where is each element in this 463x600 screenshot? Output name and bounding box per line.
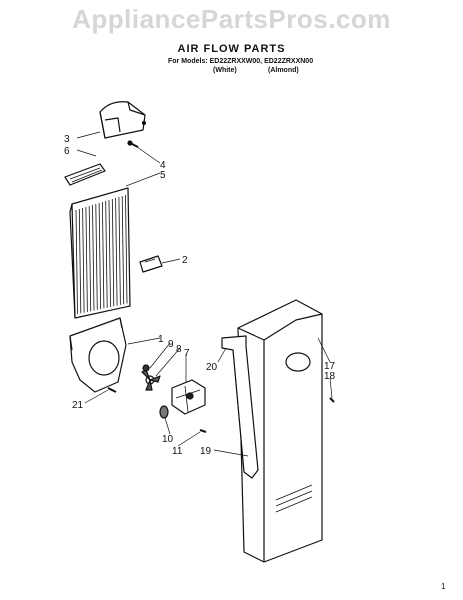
callout-19: 19 xyxy=(200,446,212,457)
page-number: 1 xyxy=(441,582,446,591)
callout-1: 1 xyxy=(158,334,164,345)
part-washer-9 xyxy=(142,364,150,372)
louver-line xyxy=(78,208,82,314)
part-louvered-panel xyxy=(69,187,131,319)
louver-line xyxy=(92,204,95,311)
leader-lines xyxy=(76,131,333,457)
callout-3a: 3 xyxy=(64,134,70,145)
variant-almond: (Almond) xyxy=(268,67,299,74)
callout-2: 2 xyxy=(182,255,188,266)
louver-line xyxy=(75,209,78,315)
part-damper-2 xyxy=(139,255,163,273)
callout-4: 4 xyxy=(160,160,166,171)
part-screw-4 xyxy=(127,140,139,148)
variant-white: (White) xyxy=(213,67,237,74)
part-screw-11 xyxy=(199,429,207,433)
callout-7: 7 xyxy=(184,348,190,359)
model-numbers: For Models: ED22ZRXXW00, ED22ZRXXN00 xyxy=(168,58,314,65)
callout-11: 11 xyxy=(172,446,183,457)
part-grommet-10 xyxy=(159,405,169,419)
watermark: AppliancePartsPros.com xyxy=(72,4,391,34)
callout-20: 20 xyxy=(206,362,218,373)
louver-line xyxy=(82,207,85,313)
louver-line xyxy=(121,195,125,305)
diagram-title: AIR FLOW PARTS xyxy=(177,43,286,55)
callout-6: 6 xyxy=(64,146,70,157)
louver-line xyxy=(95,203,98,310)
part-pin xyxy=(141,120,147,126)
callout-18: 18 xyxy=(324,371,336,382)
part-fan-housing xyxy=(69,317,127,393)
callout-21: 21 xyxy=(72,400,84,411)
callout-17: 17 xyxy=(324,361,336,372)
callout-5: 5 xyxy=(160,170,166,181)
callout-10: 10 xyxy=(162,434,174,445)
part-fan-motor xyxy=(171,379,206,415)
louver-line xyxy=(108,199,111,308)
louver-line xyxy=(98,202,101,310)
part-rear-panel xyxy=(237,299,323,563)
louver-line xyxy=(115,197,118,306)
louver-line xyxy=(88,205,92,312)
callout-labels: 3 6 4 5 2 1 9 8 7 10 11 21 19 20 17 18 3 xyxy=(64,134,336,457)
callout-9: 9 xyxy=(168,339,174,350)
louver-line xyxy=(105,200,108,308)
louver-line xyxy=(125,194,128,304)
callout-8: 8 xyxy=(176,344,182,355)
louver-line xyxy=(102,201,105,309)
louver-line xyxy=(85,206,88,312)
louver-line xyxy=(118,196,121,305)
louver-line xyxy=(111,198,115,307)
part-grille-6 xyxy=(64,163,106,186)
part-duct-cover xyxy=(99,101,146,139)
part-screw-18 xyxy=(329,397,335,403)
part-fan-blade xyxy=(141,369,161,391)
part-screw-21 xyxy=(107,387,117,393)
